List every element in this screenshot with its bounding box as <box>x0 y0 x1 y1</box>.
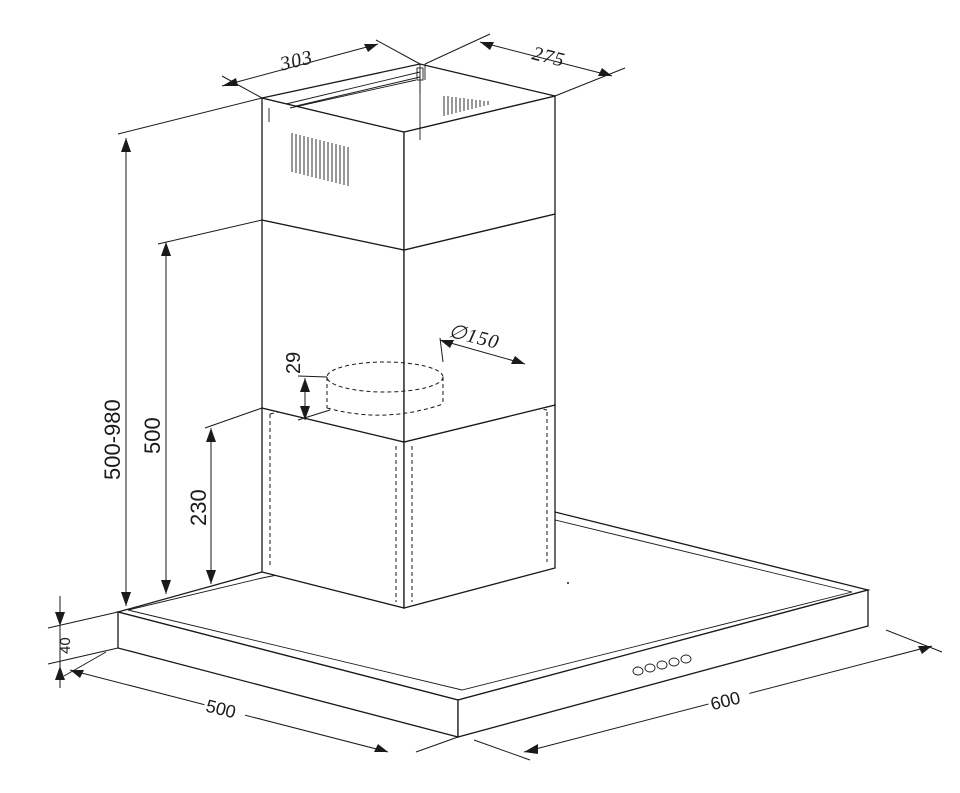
chimney <box>261 63 556 443</box>
control-buttons-icon <box>632 654 692 676</box>
label-body-height: 230 <box>186 489 211 526</box>
label-duct-height: 29 <box>283 352 305 374</box>
vent-grille-icon <box>291 96 489 186</box>
canopy-side <box>457 589 869 738</box>
label-chimney-height: 500 <box>140 417 165 454</box>
label-top-width: 303 <box>277 46 315 76</box>
duct-outlet <box>326 361 444 416</box>
canopy <box>115 511 871 738</box>
label-total-height: 500-980 <box>100 399 125 480</box>
dimension-lines <box>47 33 943 761</box>
label-top-depth: 275 <box>530 42 567 71</box>
label-canopy-thickness: 40 <box>57 637 74 654</box>
lower-body <box>261 374 556 609</box>
